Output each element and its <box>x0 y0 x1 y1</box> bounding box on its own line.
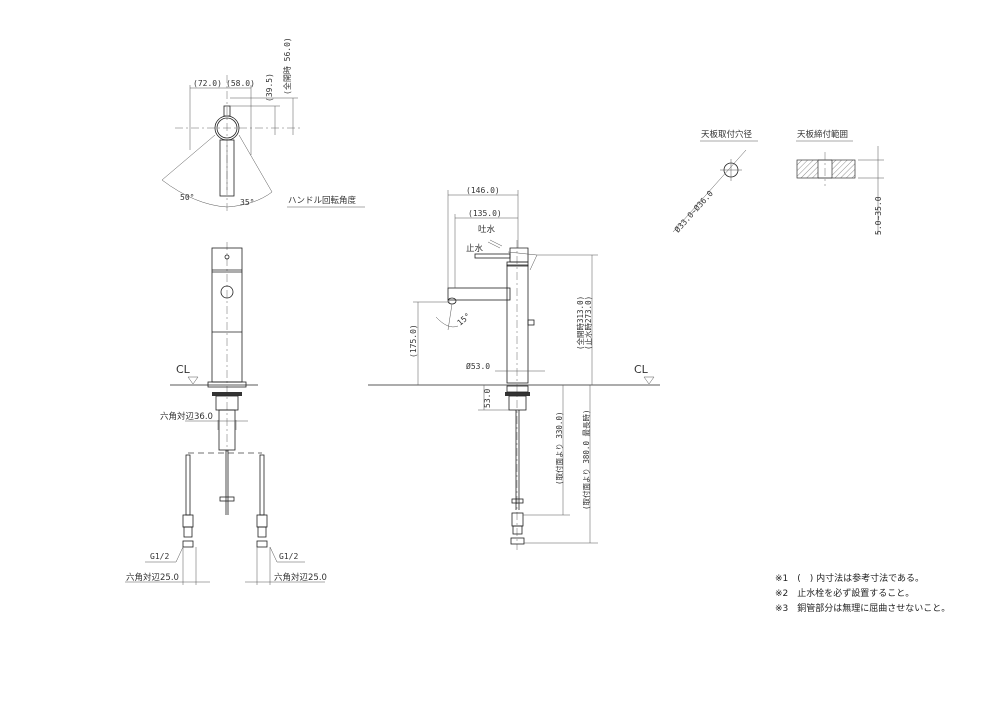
cl-label-side: CL <box>634 363 649 376</box>
angle-35: 35° <box>240 198 254 207</box>
handle-rotation-caption: ハンドル回転角度 <box>288 195 357 206</box>
dim-380: (取付面より 380.0 最長時) <box>581 410 591 511</box>
dim-dia-53: Ø53.0 <box>466 361 490 371</box>
dim-273: (止水時273.0) <box>583 296 593 350</box>
dim-56: (全開時 56.0) <box>282 37 292 95</box>
note-1: ※1 ( ) 内寸法は参考寸法である。 <box>775 572 924 584</box>
dim-53: 53.0 <box>483 389 492 408</box>
dim-39-5: (39.5) <box>265 73 274 102</box>
label-spout-stop: 止水 <box>466 243 484 254</box>
notes: ※1 ( ) 内寸法は参考寸法である。 ※2 止水栓を必ず設置すること。 ※3 … <box>775 572 950 614</box>
dim-330: (取付面より 330.0) <box>554 412 564 485</box>
note-2: ※2 止水栓を必ず設置すること。 <box>775 587 914 599</box>
dim-313: (全開時313.0) <box>575 296 585 350</box>
hex-25-right: 六角対辺25.0 <box>274 572 327 583</box>
angle-50: 50° <box>180 193 194 202</box>
dim-135: (135.0) <box>468 209 502 218</box>
g-half-left: G1/2 <box>150 552 169 561</box>
clamp-title: 天板締付範囲 <box>797 129 848 140</box>
clamp-range-detail: 天板締付範囲 5.0~35.0 <box>796 129 884 235</box>
g-half-right: G1/2 <box>279 552 298 561</box>
clamp-dimension: 5.0~35.0 <box>874 196 883 235</box>
hole-dimension: Ø33.0~Ø36.0 <box>672 188 715 234</box>
angle-15: 15° <box>456 311 473 327</box>
front-view: CL 六角対辺36.0 G1/2 G1/2 六角対辺25.0 六角対辺25.0 <box>125 242 327 585</box>
mounting-hole-detail: 天板取付穴径 Ø33.0~Ø36.0 <box>672 129 758 234</box>
note-3: ※3 銅管部分は無理に屈曲させないこと。 <box>775 602 950 614</box>
dim-146: (146.0) <box>466 186 500 195</box>
dim-72: (72.0) <box>193 79 222 88</box>
dim-58: (58.0) <box>226 79 255 88</box>
dim-175: (175.0) <box>409 324 418 358</box>
cl-label-front: CL <box>176 363 191 376</box>
top-view: (72.0) (58.0) (39.5) (全開時 56.0) 50° 35° … <box>161 37 365 212</box>
hex-25-left: 六角対辺25.0 <box>126 572 179 583</box>
hole-title: 天板取付穴径 <box>701 129 753 140</box>
hex-36-label: 六角対辺36.0 <box>160 411 213 422</box>
side-view: 15° (146.0) (135.0) 吐水 止水 (175.0) Ø53.0 … <box>368 186 660 550</box>
label-spout-open: 吐水 <box>478 224 496 235</box>
